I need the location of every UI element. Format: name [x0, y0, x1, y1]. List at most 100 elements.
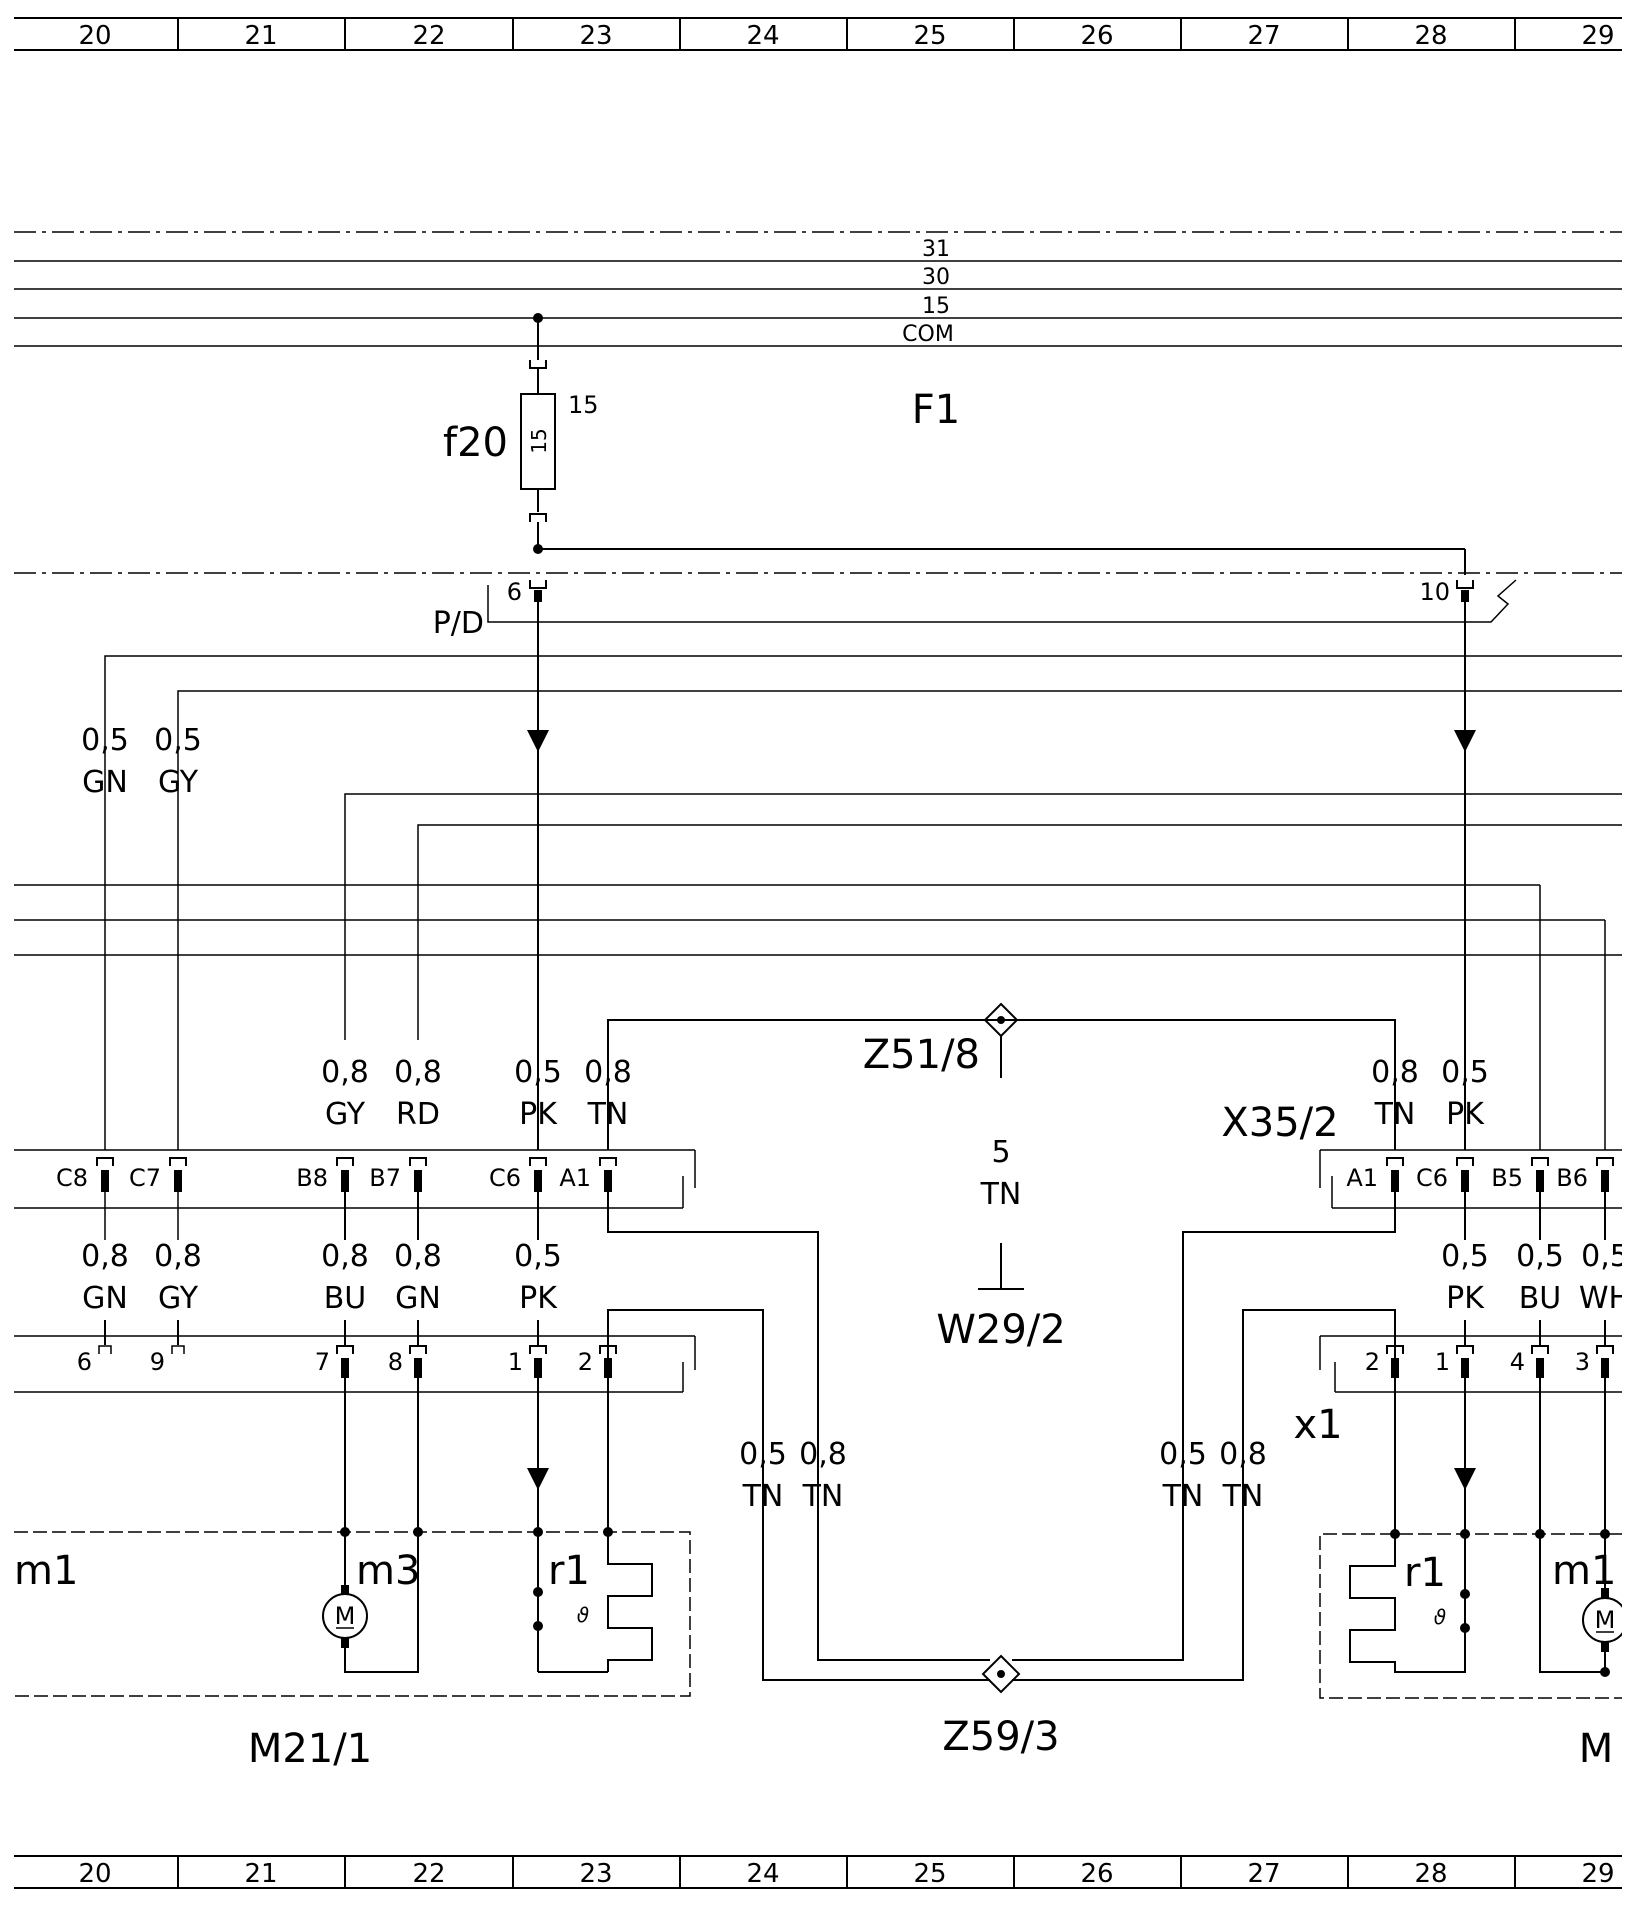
lower-wire-spec-bu: 0,8 BU	[321, 1239, 369, 1316]
wire-size: 0,8	[799, 1437, 847, 1472]
grid-label-24: 24	[746, 21, 779, 51]
assembly-right: r1 ϑ M m1 M	[1319, 1378, 1628, 1772]
connector-x35-2-label: X35/2	[1221, 1100, 1338, 1146]
grid-label-23-bottom: 23	[579, 1859, 612, 1889]
wire-color: TN	[1162, 1479, 1204, 1514]
mid-wire-spec-right-pk: 0,5 PK	[1441, 1055, 1489, 1132]
wire-color: PK	[1446, 1281, 1485, 1316]
right-motor-connector-x1: x1 2 1 4 3	[1293, 1335, 1622, 1448]
wire-color: TN	[802, 1479, 844, 1514]
mid-wire-spec-gy: 0,8 GY	[321, 1055, 369, 1132]
upper-wire-spec-1: 0,5 GN	[81, 723, 129, 800]
heater-r1-label: r1	[548, 1548, 590, 1594]
wire-size: 0,8	[81, 1239, 129, 1274]
assembly-m21-1: m1 M m3 r1 ϑ M21/1	[14, 1378, 691, 1772]
wire-color: TN	[1374, 1097, 1416, 1132]
wire-size: 0,8	[321, 1055, 369, 1090]
wire-color: GY	[158, 765, 199, 800]
wire-size: 0,5	[1441, 1055, 1489, 1090]
wire-color: GN	[395, 1281, 441, 1316]
heater-right-theta-symbol: ϑ	[1434, 1605, 1446, 1629]
x1-pin-2: 2	[1365, 1348, 1380, 1376]
wire-size: 0,5	[81, 723, 129, 758]
motor-pin-2: 2	[578, 1348, 593, 1376]
cross-wire-spec-1: 0,5 TN	[739, 1437, 787, 1514]
grid-label-24-bottom: 24	[746, 1859, 779, 1889]
wire-color: PK	[1446, 1097, 1485, 1132]
page-edge-mask	[1622, 0, 1648, 1916]
motor-m1-symbol: M	[1595, 1606, 1616, 1634]
left-motor-connector: 6 9 7 8 1 2	[14, 1335, 696, 1393]
ground-wire-color: TN	[980, 1177, 1022, 1212]
grid-label-28-bottom: 28	[1414, 1859, 1447, 1889]
grid-label-20-bottom: 20	[78, 1859, 111, 1889]
heater-r1-right-label: r1	[1404, 1550, 1446, 1596]
pin-b8: B8	[296, 1164, 328, 1192]
x1-pin-3: 3	[1575, 1348, 1590, 1376]
wire-size: 0,5	[1516, 1239, 1564, 1274]
pin-x35-c6: C6	[1416, 1164, 1448, 1192]
pin-c7: C7	[129, 1164, 161, 1192]
fuse-name: f20	[443, 420, 508, 466]
cross-wires	[607, 1192, 1396, 1694]
lower-wire-spec-right-pk: 0,5 PK	[1441, 1239, 1489, 1316]
wire-size: 0,5	[1581, 1239, 1629, 1274]
left-connector: C8 C7 B8 B7 C6 A1	[14, 1149, 696, 1209]
grid-label-22: 22	[412, 21, 445, 51]
pd-connector: 6 10 P/D	[14, 544, 1622, 641]
signal-harness	[14, 655, 1622, 1150]
pd-pin-10: 10	[1419, 578, 1450, 606]
bottom-grid-ruler: 20 21 22 23 24 25 26 27 28 29	[14, 1855, 1622, 1889]
bus-label-31: 31	[922, 237, 950, 262]
wire-color: GY	[325, 1097, 366, 1132]
splice-top-label: Z51/8	[863, 1032, 980, 1078]
grid-label-26-bottom: 26	[1080, 1859, 1113, 1889]
x1-pin-4: 4	[1510, 1348, 1525, 1376]
grid-label-21-bottom: 21	[244, 1859, 277, 1889]
x1-pin-1: 1	[1435, 1348, 1450, 1376]
motor-pin-6: 6	[77, 1348, 92, 1376]
direction-arrow-left	[527, 730, 549, 752]
motor-pin-1: 1	[508, 1348, 523, 1376]
grid-label-27-bottom: 27	[1247, 1859, 1280, 1889]
grid-label-29: 29	[1581, 21, 1614, 51]
wire-color: TN	[742, 1479, 784, 1514]
heater-theta-symbol: ϑ	[577, 1603, 589, 1627]
lower-wire-spec-right-bu: 0,5 BU	[1516, 1239, 1564, 1316]
splice-z51-8: Z51/8 5 TN W29/2	[607, 1002, 1396, 1353]
wire-size: 0,5	[514, 1055, 562, 1090]
wire-color: GY	[158, 1281, 199, 1316]
assembly-left-label: M21/1	[248, 1726, 372, 1772]
wire-size: 0,5	[1159, 1437, 1207, 1472]
wire-color: PK	[519, 1281, 558, 1316]
grid-label-29-bottom: 29	[1581, 1859, 1614, 1889]
lower-wiring	[104, 1192, 1606, 1345]
fuse-rating: 15	[527, 428, 551, 453]
lower-wire-spec-gn-2: 0,8 GN	[394, 1239, 442, 1316]
wire-size: 0,5	[514, 1239, 562, 1274]
wire-size: 0,8	[584, 1055, 632, 1090]
fuse-pin: 15	[568, 391, 599, 419]
bus-label-30: 30	[922, 265, 950, 290]
wire-size: 0,5	[154, 723, 202, 758]
bus-label-com: COM	[902, 322, 954, 347]
grid-label-26: 26	[1080, 21, 1113, 51]
bus-label-15: 15	[922, 294, 950, 319]
grid-label-22-bottom: 22	[412, 1859, 445, 1889]
mid-wire-spec-rd: 0,8 RD	[394, 1055, 442, 1132]
left-group-edge-label: m1	[14, 1548, 78, 1594]
grid-label-28: 28	[1414, 21, 1447, 51]
wire-color: GN	[82, 1281, 128, 1316]
ground-wire-size: 5	[991, 1135, 1010, 1170]
cross-wire-spec-2: 0,8 TN	[799, 1437, 847, 1514]
wire-size: 0,5	[1441, 1239, 1489, 1274]
cross-wire-spec-4: 0,8 TN	[1219, 1437, 1267, 1514]
mid-wire-spec-pk: 0,5 PK	[514, 1055, 562, 1132]
pin-x35-b6: B6	[1556, 1164, 1588, 1192]
fuse-f20: 15 f20 15 F1	[443, 313, 960, 549]
pd-pin-6: 6	[507, 578, 522, 606]
grid-label-23: 23	[579, 21, 612, 51]
wire-size: 0,8	[1371, 1055, 1419, 1090]
ground-point-label: W29/2	[936, 1307, 1065, 1353]
